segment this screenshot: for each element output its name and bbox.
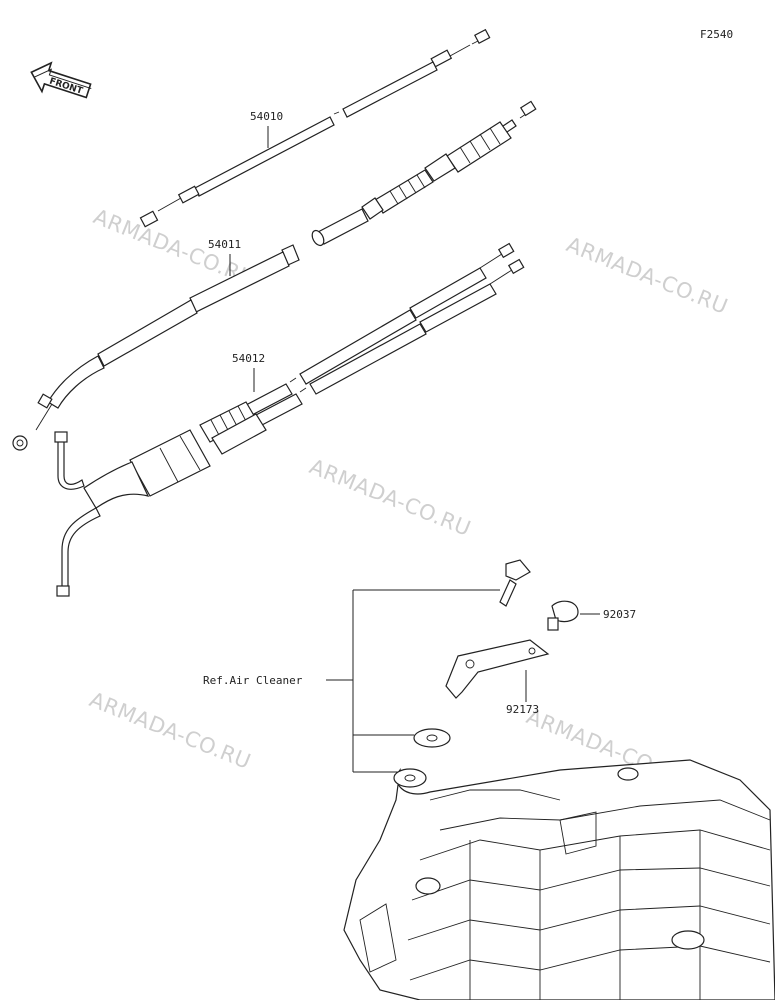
- throttle-cable-54012: 54012: [54, 242, 525, 597]
- front-arrow-icon: FRONT: [30, 61, 92, 99]
- clutch-cable-54010: 54010: [139, 28, 537, 247]
- part-label-54011: 54011: [208, 238, 241, 251]
- bracket-assembly: 92037 92173 Ref.Air Cleaner: [203, 559, 636, 773]
- watermark-4: ARMADA-CO.RU: [86, 687, 254, 774]
- watermark-2: ARMADA-CO.RU: [563, 232, 731, 319]
- part-label-54010: 54010: [250, 110, 283, 123]
- reference-label: Ref.Air Cleaner: [203, 674, 303, 687]
- watermark-3: ARMADA-CO.RU: [306, 454, 474, 541]
- part-label-92037: 92037: [603, 608, 636, 621]
- air-cleaner-housing: [343, 759, 775, 1000]
- watermarks: ARMADA-CO.RU ARMADA-CO.RU ARMADA-CO.RU A…: [86, 204, 731, 791]
- throttle-cable-54011: 54011: [12, 238, 300, 451]
- figure-code: F2540: [700, 28, 733, 41]
- part-label-92173: 92173: [506, 703, 539, 716]
- part-label-54012: 54012: [232, 352, 265, 365]
